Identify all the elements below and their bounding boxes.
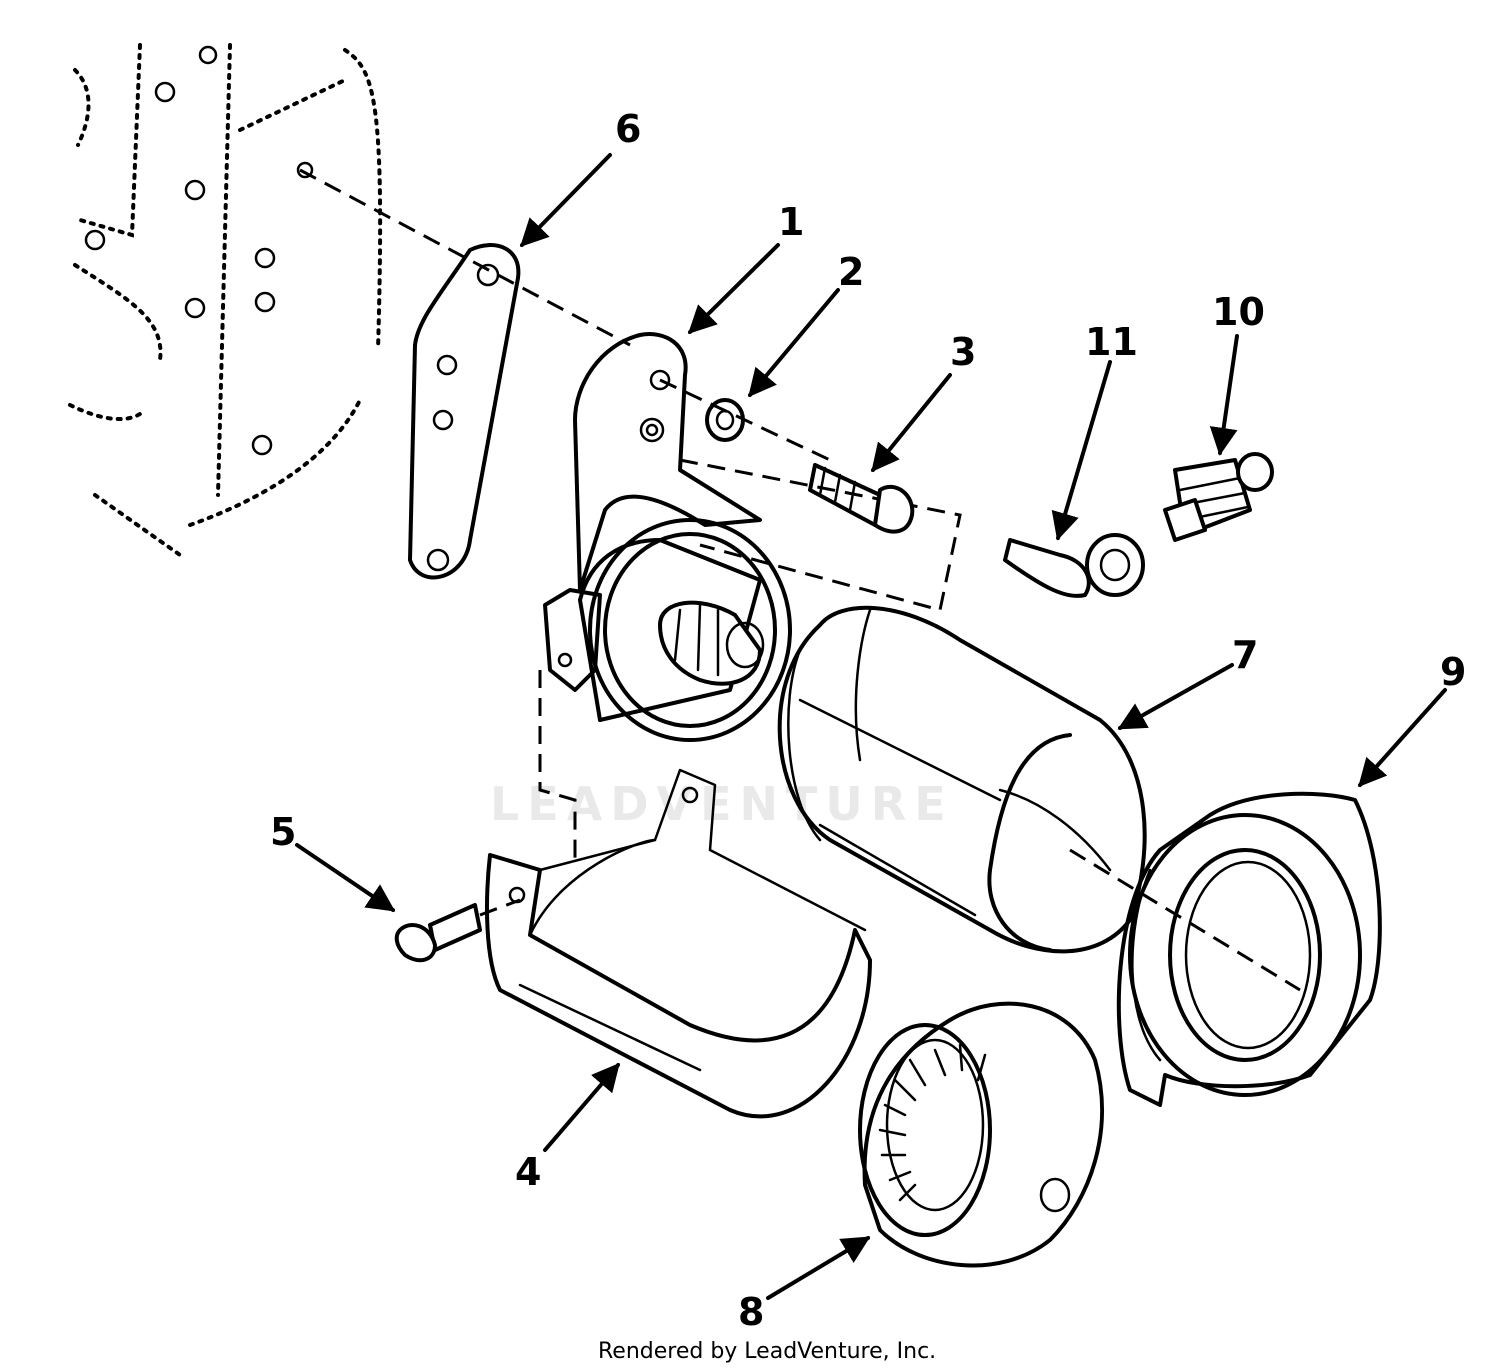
callout-10: 10 [1212, 290, 1265, 334]
part-6-mounting-strap [408, 243, 521, 580]
part-8-end-cap [858, 1001, 1104, 1268]
engine-block [68, 43, 383, 557]
callout-5: 5 [270, 810, 296, 854]
callout-11: 11 [1085, 320, 1138, 364]
air-cleaner-housing [578, 518, 792, 742]
callout-8: 8 [738, 1290, 764, 1334]
part-10-fitting [1163, 452, 1274, 542]
part-11-elbow [1003, 533, 1145, 598]
callout-1: 1 [778, 200, 804, 244]
part-9-cover-ring [1116, 791, 1382, 1107]
leader-arrows [295, 153, 1447, 1300]
part-2-washer [705, 398, 745, 442]
callout-6: 6 [615, 107, 641, 151]
part-3-bolt [808, 463, 915, 534]
render-credit: Rendered by LeadVenture, Inc. [598, 1339, 936, 1364]
part-7-filter-element [777, 605, 1147, 954]
callout-4: 4 [515, 1150, 541, 1194]
callout-9: 9 [1440, 650, 1466, 694]
callout-labels: 6 1 2 3 11 10 7 9 5 4 8 [270, 107, 1466, 1334]
part-4-cradle [485, 768, 872, 1119]
callout-7: 7 [1232, 633, 1258, 677]
callout-3: 3 [950, 330, 976, 374]
watermark: LEADVENTURE [490, 777, 954, 831]
part-5-screw [394, 898, 521, 963]
callout-2: 2 [838, 250, 864, 294]
